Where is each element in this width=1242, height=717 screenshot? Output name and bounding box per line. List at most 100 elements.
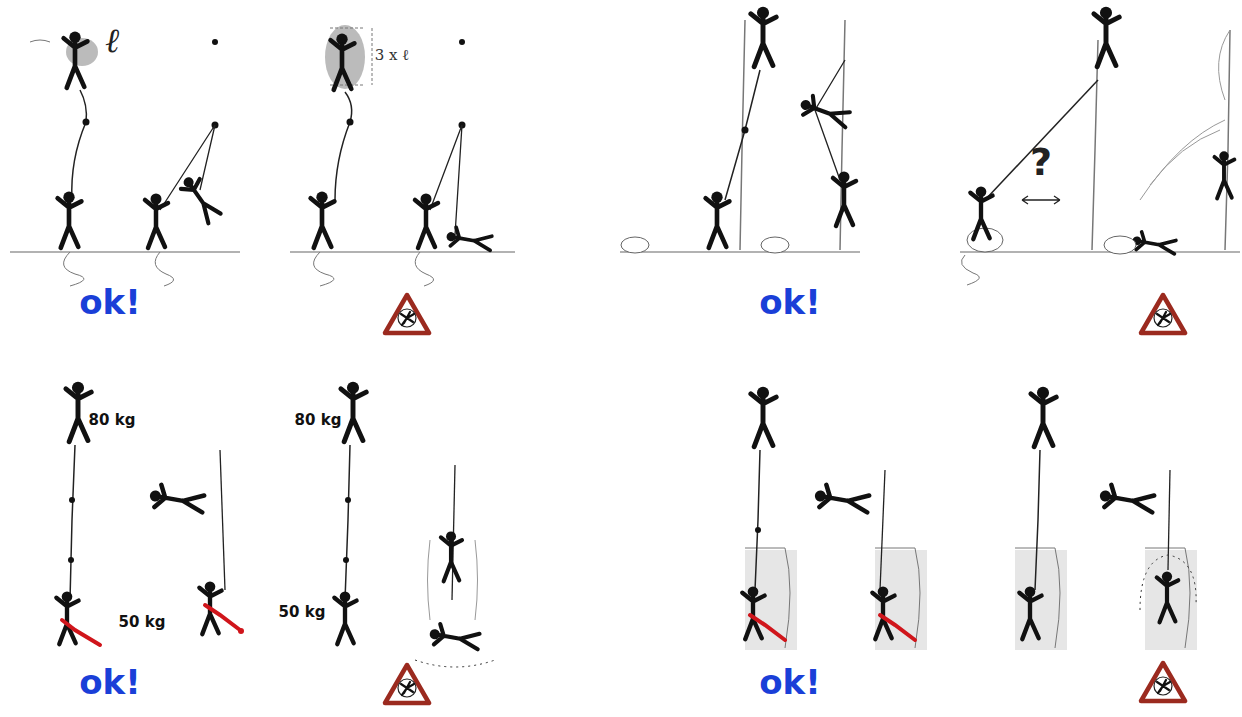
- rope: [755, 450, 760, 590]
- climber: [1094, 7, 1119, 67]
- panel-weight-lifted: [334, 382, 495, 667]
- belayer: [415, 194, 438, 249]
- ground-anchor-sling: [750, 615, 785, 640]
- falling-climber: [797, 93, 851, 130]
- warning-sign: [385, 665, 429, 703]
- dimension-line: [330, 28, 372, 85]
- belayer: [334, 591, 356, 644]
- belayer: [706, 192, 730, 248]
- anchor: [347, 119, 354, 126]
- belayer: [145, 194, 168, 249]
- belayer: [833, 172, 856, 227]
- rope-pile: [314, 252, 334, 286]
- falling-climber: [1098, 483, 1156, 515]
- climber: [1214, 151, 1234, 198]
- grounded-climber: [428, 623, 481, 652]
- ground: [290, 251, 515, 253]
- rock: [761, 237, 789, 253]
- climber: [341, 382, 366, 442]
- falling-climber: [177, 172, 223, 225]
- dragged-belayer: [1131, 231, 1177, 257]
- rope: [335, 92, 352, 200]
- anchor: [345, 497, 351, 503]
- rope: [1035, 450, 1040, 590]
- falling-climber: [813, 483, 871, 515]
- climber: [751, 7, 776, 67]
- impact-marks: [415, 660, 495, 667]
- ok-label: ok!: [79, 285, 140, 319]
- climber: [331, 34, 355, 90]
- panel-short-fall: [10, 32, 240, 286]
- weight-label: 50 kg: [119, 615, 166, 630]
- warning-sign: [1141, 663, 1185, 701]
- anchor: [212, 39, 218, 45]
- anchor: [83, 119, 90, 126]
- question-mark: ?: [1030, 143, 1052, 181]
- belayer: [311, 192, 335, 248]
- anchor: [742, 127, 749, 134]
- rope: [220, 450, 225, 590]
- belayer: [970, 186, 992, 239]
- ground: [10, 251, 240, 253]
- rope: [72, 90, 87, 200]
- rock-line: [30, 40, 50, 42]
- panel-overhang-anchored: [742, 387, 927, 650]
- ok-label: ok!: [759, 285, 820, 319]
- weight-label: 80 kg: [89, 413, 136, 428]
- anchor: [68, 557, 74, 563]
- ground-anchor-sling: [205, 605, 240, 630]
- weight-label: 50 kg: [279, 605, 326, 620]
- rope: [725, 70, 760, 200]
- impact-marks: [1140, 555, 1196, 610]
- motion-lines: [1140, 30, 1230, 200]
- belayer: [58, 192, 82, 248]
- rock: [1104, 236, 1136, 254]
- rope-pile: [155, 252, 173, 286]
- belayer: [1019, 586, 1041, 639]
- warning-sign: [385, 295, 429, 333]
- climber: [66, 382, 91, 442]
- belayer: [872, 586, 894, 639]
- ground: [960, 251, 1240, 253]
- ok-label: ok!: [759, 665, 820, 699]
- overhang-shade: [1145, 550, 1197, 650]
- panel-long-fall: [290, 25, 515, 286]
- falling-climber: [148, 483, 206, 515]
- weight-label: 80 kg: [295, 413, 342, 428]
- dimension-label: 3 x ℓ: [375, 48, 410, 63]
- rope: [880, 470, 885, 590]
- belayer: [742, 586, 764, 639]
- rock: [621, 237, 649, 253]
- ground: [620, 251, 860, 253]
- ground-anchor-sling: [62, 620, 100, 645]
- rope-pile: [961, 255, 979, 285]
- rope: [985, 80, 1098, 200]
- wall: [1225, 30, 1230, 250]
- climber: [64, 32, 88, 88]
- panel-belayer-near-wall: [620, 7, 860, 253]
- fall-zone: [325, 25, 365, 89]
- rope-pile: [415, 252, 433, 286]
- panel-overhang-hit: [1015, 387, 1197, 650]
- length-symbol: ℓ: [105, 23, 119, 57]
- rope: [160, 125, 215, 210]
- climber: [1031, 387, 1056, 447]
- overhang-shade: [1015, 550, 1067, 650]
- anchor: [238, 628, 244, 634]
- lifted-belayer: [1157, 571, 1178, 622]
- lifted-belayer: [441, 531, 462, 581]
- rope: [70, 445, 75, 600]
- anchor: [343, 557, 349, 563]
- rope: [815, 60, 845, 180]
- rope: [345, 445, 350, 600]
- warning-sign: [1141, 295, 1185, 333]
- anchor: [755, 527, 761, 533]
- panel-belayer-far: [960, 7, 1240, 285]
- climber: [751, 387, 776, 447]
- rope: [430, 125, 462, 235]
- grounded-climber: [445, 226, 493, 253]
- belayer: [56, 591, 78, 644]
- overhang: [1015, 548, 1060, 648]
